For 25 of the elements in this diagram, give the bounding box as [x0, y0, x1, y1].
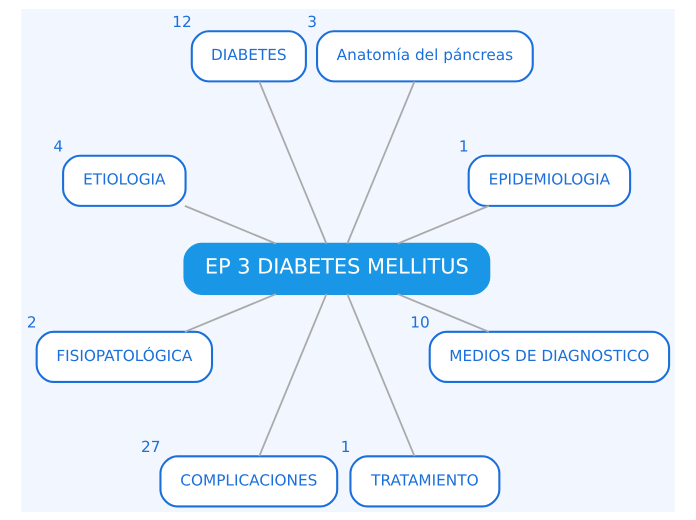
connector [346, 80, 416, 244]
node-label: 1 [340, 437, 350, 456]
connector [258, 80, 328, 244]
node-label: 3 [307, 12, 318, 30]
node-box: TRATAMIENTO [349, 454, 500, 507]
node-label: 12 [172, 12, 192, 30]
node-label: 1 [458, 136, 469, 155]
node-box: EP 3 DIABETES MELLITUS [183, 242, 490, 294]
node-box: Anatomía del páncreas [316, 30, 534, 82]
node-label: 10 [410, 312, 430, 331]
node-box: COMPLICACIONES [159, 454, 338, 507]
node-box: ETIOLOGIA [62, 154, 187, 206]
connector [397, 204, 490, 244]
node-box: MEDIOS DE DIAGNOSTICO [428, 330, 670, 382]
node-label: 27 [140, 437, 160, 456]
connector [397, 292, 490, 332]
connector [184, 292, 276, 332]
node-box: EPIDEMIOLOGIA [468, 154, 632, 206]
node-box: FISIOPATOLÓGICA [36, 330, 214, 382]
connector [346, 293, 416, 456]
connector [184, 204, 276, 244]
node-box: DIABETES [190, 30, 307, 82]
node-label: 2 [26, 312, 37, 331]
node-label: 4 [53, 136, 64, 155]
connector [258, 293, 328, 456]
